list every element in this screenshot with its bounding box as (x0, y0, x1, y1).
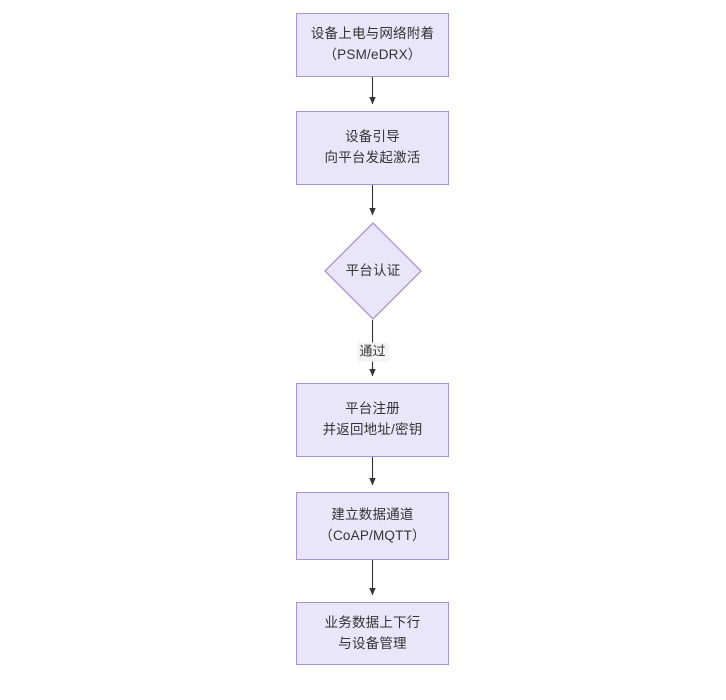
node-power-on[interactable]: 设备上电与网络附着 （PSM/eDRX） (296, 13, 449, 77)
node-business-data-line2: 与设备管理 (338, 635, 407, 651)
node-platform-register-line2: 并返回地址/密钥 (322, 422, 423, 437)
node-data-channel[interactable]: 建立数据通道 （CoAP/MQTT） (296, 492, 449, 560)
node-data-channel-line1: 建立数据通道 (331, 507, 414, 523)
node-data-channel-line2: （CoAP/MQTT） (319, 528, 426, 543)
node-business-data-line1: 业务数据上下行 (324, 614, 421, 630)
node-bootstrap[interactable]: 设备引导 向平台发起激活 (296, 111, 449, 185)
node-power-on-line2: （PSM/eDRX） (323, 47, 422, 62)
node-power-on-line1: 设备上电与网络附着 (310, 26, 435, 42)
node-platform-auth-label: 平台认证 (345, 262, 401, 278)
node-platform-auth[interactable]: 平台认证 (324, 222, 422, 320)
diamond-shape-icon (324, 222, 422, 320)
node-platform-register[interactable]: 平台注册 并返回地址/密钥 (296, 383, 449, 457)
node-business-data[interactable]: 业务数据上下行 与设备管理 (296, 602, 449, 665)
node-bootstrap-line2: 向平台发起激活 (324, 150, 421, 165)
edge-label-pass: 通过 (356, 342, 389, 362)
node-platform-register-line1: 平台注册 (345, 401, 400, 417)
node-bootstrap-line1: 设备引导 (345, 129, 400, 145)
